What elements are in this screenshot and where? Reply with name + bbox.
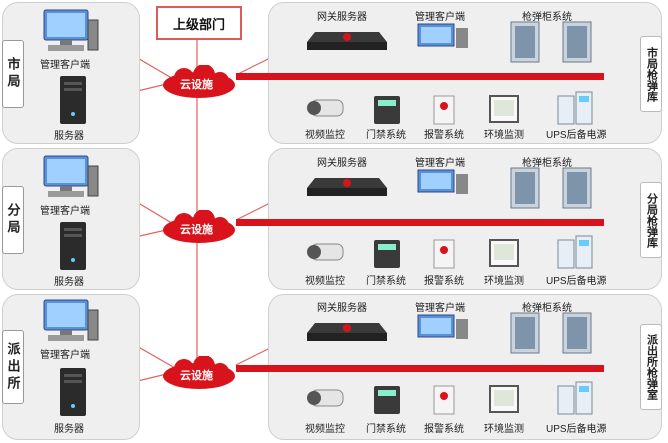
- tower-server-icon: [60, 76, 86, 124]
- cloud-icon: [163, 210, 235, 243]
- tier2-side-label: 分局: [2, 186, 24, 254]
- ups-icon: [557, 91, 593, 125]
- environment-monitor-icon: [489, 95, 519, 123]
- alarm-icon: [433, 385, 455, 415]
- tier3-client-label: 管理客户端: [40, 350, 90, 361]
- alarm-icon: [433, 95, 455, 125]
- tier2-bus: [236, 219, 604, 226]
- monitor-icon: [417, 169, 468, 194]
- camera-icon: [307, 389, 344, 407]
- tier3-server-label: 服务器: [54, 424, 84, 435]
- tier3-top-client-label: 管理客户端: [415, 303, 465, 314]
- rack-server-icon: [307, 32, 387, 50]
- camera-icon: [307, 99, 344, 117]
- tower-server-icon: [60, 222, 86, 270]
- monitor-icon: [417, 23, 468, 48]
- tier2-cabinet-label: 枪弹柜系统: [522, 158, 572, 169]
- tier1-server-label: 服务器: [54, 131, 84, 142]
- tier3-cabinet-label: 枪弹柜系统: [522, 303, 572, 314]
- tier1-right-label: 市局枪弹库: [640, 36, 662, 112]
- tier1-side-label: 市局: [2, 40, 24, 108]
- access-control-icon: [374, 386, 400, 414]
- alarm-icon: [433, 239, 455, 269]
- tier1-ups-label: UPS后备电源: [546, 130, 607, 141]
- tier1-access-label: 门禁系统: [366, 130, 406, 141]
- tier3-alarm-label: 报警系统: [424, 424, 464, 435]
- cloud-icon: [163, 65, 235, 98]
- tier2-gateway-label: 网关服务器: [317, 158, 367, 169]
- access-control-icon: [374, 96, 400, 124]
- tier2-right-label: 分局枪弹库: [640, 182, 662, 258]
- monitor-icon: [417, 314, 468, 339]
- tier2-client-label: 管理客户端: [40, 206, 90, 217]
- cabinet-icon: [510, 312, 592, 354]
- tier1-top-client-label: 管理客户端: [415, 12, 465, 23]
- tier1-video-label: 视频监控: [305, 130, 345, 141]
- tier2-top-client-label: 管理客户端: [415, 158, 465, 169]
- top-department-box: 上级部门: [156, 6, 242, 40]
- tier1-gateway-label: 网关服务器: [317, 12, 367, 23]
- tier1-client-label: 管理客户端: [40, 60, 90, 71]
- tier2-video-label: 视频监控: [305, 276, 345, 287]
- tier3-bus: [236, 365, 604, 372]
- tier1-alarm-label: 报警系统: [424, 130, 464, 141]
- tower-server-icon: [60, 368, 86, 416]
- cabinet-icon: [510, 167, 592, 209]
- tier2-alarm-label: 报警系统: [424, 276, 464, 287]
- environment-monitor-icon: [489, 385, 519, 413]
- tier3-ups-label: UPS后备电源: [546, 424, 607, 435]
- tier1-cabinet-label: 枪弹柜系统: [522, 12, 572, 23]
- tier2-access-label: 门禁系统: [366, 276, 406, 287]
- tier3-side-label: 派出所: [2, 330, 24, 404]
- cabinet-icon: [510, 21, 592, 63]
- camera-icon: [307, 243, 344, 261]
- monitor-icon: [43, 299, 99, 341]
- tier3-video-label: 视频监控: [305, 424, 345, 435]
- monitor-icon: [43, 155, 99, 197]
- tier2-server-label: 服务器: [54, 277, 84, 288]
- rack-server-icon: [307, 178, 387, 196]
- tier1-env-label: 环境监测: [484, 130, 524, 141]
- ups-icon: [557, 235, 593, 269]
- tier3-gateway-label: 网关服务器: [317, 303, 367, 314]
- tier2-env-label: 环境监测: [484, 276, 524, 287]
- environment-monitor-icon: [489, 239, 519, 267]
- tier3-right-label: 派出所枪弹室: [640, 324, 662, 410]
- access-control-icon: [374, 240, 400, 268]
- monitor-icon: [43, 9, 99, 51]
- tier3-cloud-label: 云设施: [180, 370, 213, 382]
- cloud-icon: [163, 356, 235, 389]
- tier1-cloud-label: 云设施: [180, 79, 213, 91]
- tier3-access-label: 门禁系统: [366, 424, 406, 435]
- tier2-ups-label: UPS后备电源: [546, 276, 607, 287]
- tier2-cloud-label: 云设施: [180, 224, 213, 236]
- ups-icon: [557, 381, 593, 415]
- tier1-bus: [236, 73, 604, 80]
- tier3-env-label: 环境监测: [484, 424, 524, 435]
- rack-server-icon: [307, 323, 387, 341]
